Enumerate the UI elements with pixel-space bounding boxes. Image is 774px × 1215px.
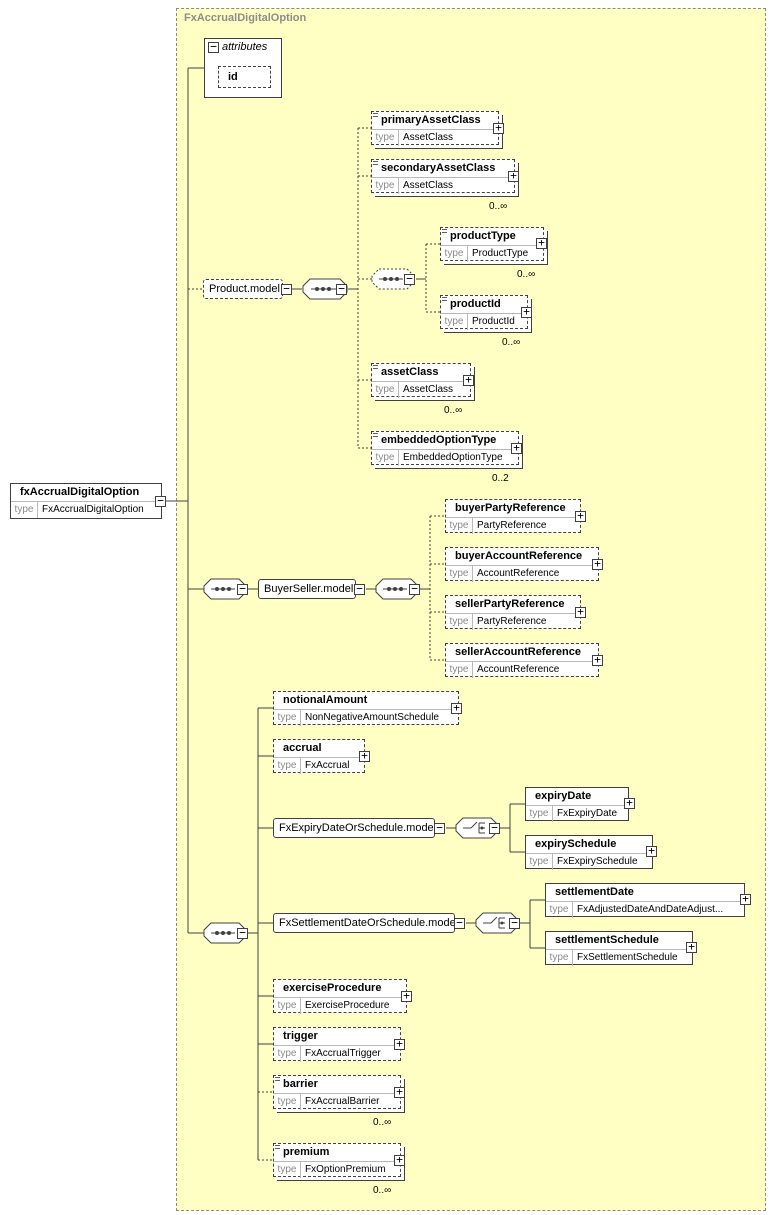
complex-type-title: FxAccrualDigitalOption xyxy=(184,12,307,24)
root-element-name: fxAccrualDigitalOption xyxy=(11,484,161,502)
product-model-toggle[interactable]: − xyxy=(281,283,292,295)
expand-productType[interactable]: + xyxy=(536,237,547,249)
expand-trigger[interactable]: + xyxy=(394,1038,405,1050)
expand-buyerPartyReference[interactable]: + xyxy=(575,510,586,522)
settlement-model-toggle[interactable]: − xyxy=(454,917,465,929)
settlement-model-group[interactable]: FxSettlementDateOrSchedule.model xyxy=(273,913,458,933)
type-keyword: type xyxy=(11,502,38,518)
product-model-group[interactable]: Product.model xyxy=(203,279,283,299)
occurrence-assetClass: 0..∞ xyxy=(444,405,463,416)
expiry-model-group[interactable]: FxExpiryDateOrSchedule.model xyxy=(273,818,436,838)
occurrence-premium: 0..∞ xyxy=(373,1185,392,1196)
expand-exerciseProcedure[interactable]: + xyxy=(401,990,412,1002)
attribute-id[interactable]: id xyxy=(218,66,271,88)
expiry-choice-toggle[interactable]: − xyxy=(489,822,500,834)
expand-primaryAssetClass[interactable]: + xyxy=(493,122,504,134)
expand-expirySchedule[interactable]: + xyxy=(646,845,657,857)
occurrence-secondaryAssetClass: 0..∞ xyxy=(489,201,508,212)
attributes-label: attributes xyxy=(222,41,268,53)
settlement-choice-toggle[interactable]: − xyxy=(509,917,520,929)
expand-accrual[interactable]: + xyxy=(359,750,370,762)
root-element-type: FxAccrualDigitalOption xyxy=(42,504,144,515)
sequence-toggle[interactable]: − xyxy=(409,583,420,595)
expand-productId[interactable]: + xyxy=(521,306,532,318)
buyer-seller-model-group[interactable]: BuyerSeller.model xyxy=(258,579,356,599)
expand-sellerPartyReference[interactable]: + xyxy=(575,606,586,618)
sequence-toggle[interactable]: − xyxy=(336,283,347,295)
choice-toggle[interactable]: − xyxy=(404,273,415,285)
sequence-compositor-icon[interactable] xyxy=(203,578,247,600)
root-element[interactable]: fxAccrualDigitalOption type FxAccrualDigi… xyxy=(10,483,162,519)
expand-settlementSchedule[interactable]: + xyxy=(686,941,697,953)
expand-notionalAmount[interactable]: + xyxy=(451,702,462,714)
occurrence-barrier: 0..∞ xyxy=(373,1117,392,1128)
buyer-seller-toggle[interactable]: − xyxy=(354,583,365,595)
expand-settlementDate[interactable]: + xyxy=(740,893,751,905)
occurrence-productType: 0..∞ xyxy=(517,269,536,280)
sequence-toggle[interactable]: − xyxy=(237,927,248,939)
expand-buyerAccountReference[interactable]: + xyxy=(592,558,603,570)
sequence-toggle[interactable]: − xyxy=(237,583,248,595)
expand-embeddedOptionType[interactable]: + xyxy=(511,442,522,454)
choice-compositor-icon[interactable] xyxy=(455,817,499,839)
root-collapse-toggle[interactable]: − xyxy=(155,495,166,507)
attributes-collapse-toggle[interactable]: − xyxy=(208,41,219,53)
expand-assetClass[interactable]: + xyxy=(463,374,474,386)
sequence-compositor-icon[interactable] xyxy=(203,922,247,944)
expiry-model-toggle[interactable]: − xyxy=(434,822,445,834)
choice-compositor-icon[interactable] xyxy=(371,268,415,290)
sequence-compositor-icon[interactable] xyxy=(375,578,419,600)
choice-compositor-icon[interactable] xyxy=(475,912,519,934)
expand-barrier[interactable]: + xyxy=(394,1086,405,1098)
occurrence-embeddedOptionType: 0..2 xyxy=(492,473,509,484)
expand-sellerAccountReference[interactable]: + xyxy=(592,654,603,666)
expand-secondaryAssetClass[interactable]: + xyxy=(508,170,519,182)
occurrence-productId: 0..∞ xyxy=(502,337,521,348)
expand-premium[interactable]: + xyxy=(394,1154,405,1166)
expand-expiryDate[interactable]: + xyxy=(624,797,635,809)
